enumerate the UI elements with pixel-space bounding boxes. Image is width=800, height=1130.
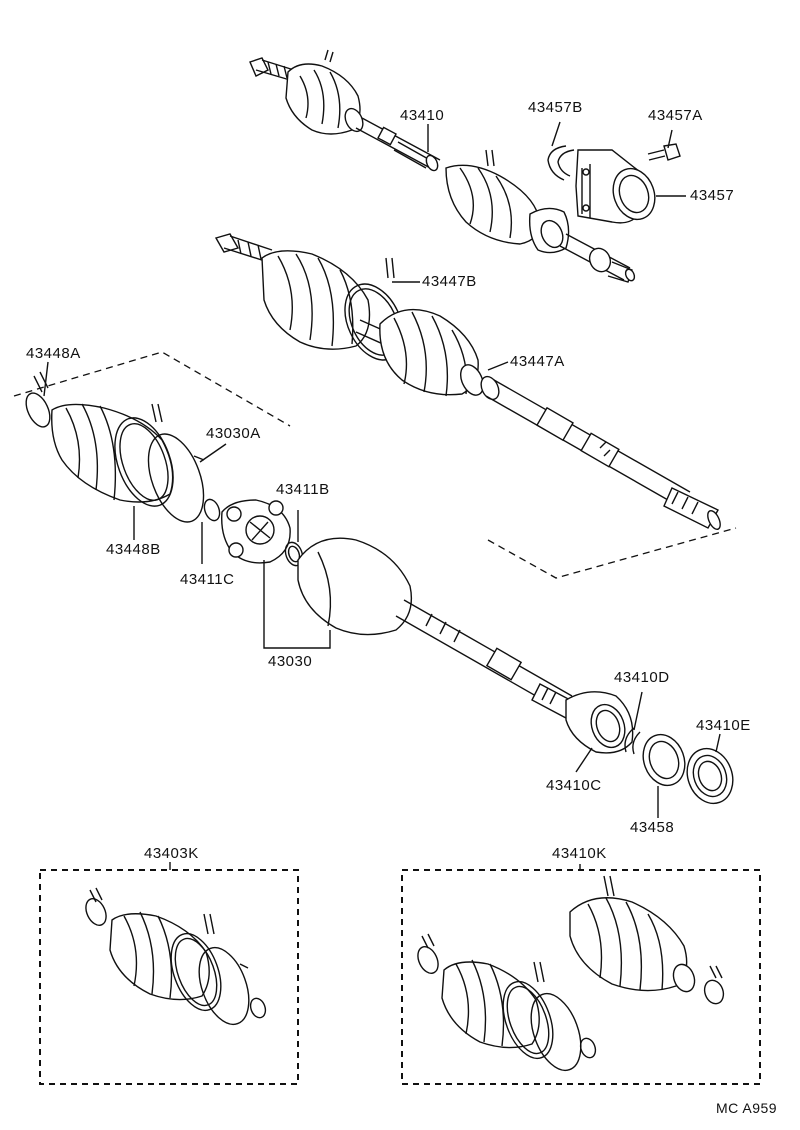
label-43030a: 43030A <box>206 425 261 442</box>
label-43457b: 43457B <box>528 99 583 116</box>
bearing-bracket-43457 <box>575 149 656 224</box>
label-43410c: 43410C <box>546 777 602 794</box>
label-43458: 43458 <box>630 819 675 836</box>
top-drive-shaft <box>249 49 636 283</box>
figure-code: MC A959 <box>716 1100 778 1116</box>
label-43403k: 43403K <box>144 845 199 862</box>
kit-43410k-parts <box>417 875 725 1072</box>
middle-drive-shaft <box>214 233 721 531</box>
label-43410: 43410 <box>400 107 445 124</box>
leader-lines <box>43 121 721 870</box>
label-43411c: 43411C <box>180 571 235 588</box>
label-43410d: 43410D <box>614 669 670 686</box>
label-43447a: 43447A <box>510 353 565 370</box>
label-43410k: 43410K <box>552 845 607 862</box>
label-43447b: 43447B <box>422 273 477 290</box>
kit-box-43403k <box>39 869 299 1085</box>
tripod-joint-43030 <box>221 499 304 567</box>
label-43448a: 43448A <box>26 345 81 362</box>
label-43410e: 43410E <box>696 717 751 734</box>
label-43457a: 43457A <box>648 107 703 124</box>
label-43030: 43030 <box>268 653 313 670</box>
label-43411b: 43411B <box>276 481 330 498</box>
kit-43403k-parts <box>85 887 267 1026</box>
bearing-set <box>565 691 734 805</box>
outer-housing-shaft <box>297 537 575 719</box>
label-43457: 43457 <box>690 187 735 204</box>
left-boot-kit <box>25 371 221 523</box>
snap-ring-43457b <box>547 145 575 181</box>
kit-box-43410k <box>401 869 761 1085</box>
bolt-43457a <box>647 143 681 161</box>
label-43448b: 43448B <box>106 541 161 558</box>
